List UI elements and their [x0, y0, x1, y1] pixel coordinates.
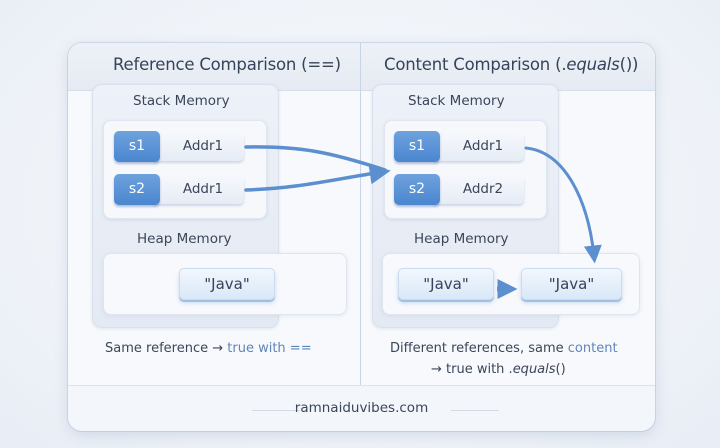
caption-text: → true with .	[431, 362, 513, 377]
caption-italic: equals	[512, 362, 556, 377]
right-caption-line2: → true with .equals()	[431, 362, 566, 377]
caption-highlight: content	[567, 341, 618, 356]
reference-comparison-title: Reference Comparison (==)	[113, 55, 341, 74]
right-var-s2: s2 Addr2	[394, 174, 524, 205]
header-bar: Reference Comparison (==) Content Compar…	[68, 43, 655, 91]
variable-name: s2	[114, 174, 160, 205]
left-var-s2: s2 Addr1	[114, 174, 244, 205]
left-stack-title: Stack Memory	[133, 93, 230, 109]
title-italic: equals	[566, 55, 620, 74]
variable-address: Addr1	[154, 132, 244, 161]
caption-text: Different references, same	[390, 341, 564, 356]
footer-rule-left	[252, 410, 300, 411]
left-var-s1: s1 Addr1	[114, 131, 244, 162]
right-caption-line1: Different references, same content	[390, 341, 618, 356]
right-stack-title: Stack Memory	[408, 93, 505, 109]
heap-string-object: "Java"	[179, 268, 275, 300]
footer-rule-right	[451, 410, 499, 411]
right-heap-title: Heap Memory	[414, 231, 509, 247]
caption-text: Same reference	[105, 341, 209, 356]
caption-suffix: ()	[555, 362, 566, 377]
caption-highlight: true with ==	[227, 341, 312, 356]
heap-string-object-1: "Java"	[398, 268, 494, 300]
variable-name: s2	[394, 174, 440, 205]
footer-divider	[68, 385, 655, 386]
title-prefix: Content Comparison (.	[384, 55, 567, 74]
content-comparison-title: Content Comparison (.equals())	[384, 55, 638, 74]
footer: ramnaiduvibes.com	[68, 386, 655, 431]
right-var-s1: s1 Addr1	[394, 131, 524, 162]
title-suffix: ())	[619, 55, 639, 74]
footer-text: ramnaiduvibes.com	[294, 400, 429, 416]
caption-arrow: →	[212, 341, 224, 356]
variable-address: Addr2	[434, 175, 524, 204]
variable-name: s1	[394, 131, 440, 162]
heap-string-object-2: "Java"	[521, 268, 622, 300]
panel-divider	[360, 43, 361, 385]
left-heap-title: Heap Memory	[137, 231, 232, 247]
variable-name: s1	[114, 131, 160, 162]
variable-address: Addr1	[154, 175, 244, 204]
variable-address: Addr1	[434, 132, 524, 161]
left-caption: Same reference → true with ==	[105, 341, 312, 356]
